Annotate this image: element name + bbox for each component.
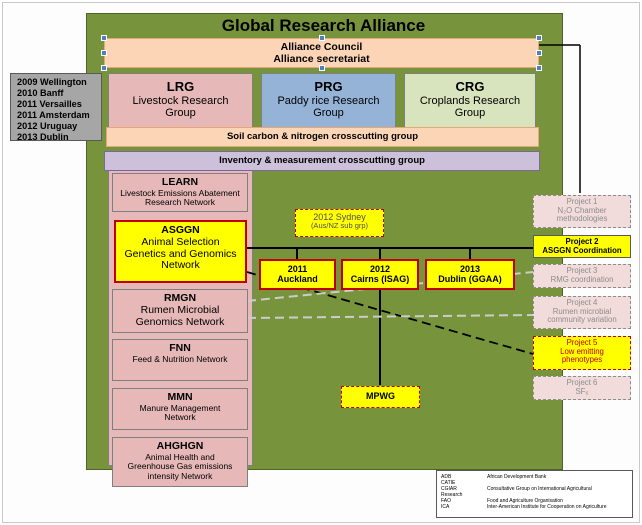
project-5-box[interactable]: Project 5 Low emitting phenotypes [533, 336, 631, 370]
meeting-2013-place: Dublin (GGAA) [438, 274, 502, 285]
selection-handle-left[interactable] [101, 50, 107, 56]
meeting-2012-year: 2012 [369, 264, 391, 274]
project-5-label: Project 5 [566, 338, 598, 347]
ahghgn-line3: intensity Network [147, 470, 213, 481]
sydney-line2: (Aus/NZ sub grp) [310, 221, 369, 231]
project-5-line2: phenotypes [561, 355, 603, 365]
selection-handle-top-left[interactable] [101, 35, 107, 41]
council-label: Alliance Council [280, 41, 363, 53]
selection-handle-right[interactable] [536, 50, 542, 56]
project-2-label: Project 2 [565, 237, 599, 246]
sydney-meeting-box[interactable]: 2012 Sydney (Aus/NZ sub grp) [295, 209, 384, 237]
project-1-label: Project 1 [566, 197, 598, 206]
selection-handle-bottom-right[interactable] [536, 65, 542, 71]
project-6-box[interactable]: Project 6 SF₆ [533, 376, 631, 400]
project-4-box[interactable]: Project 4 Rumen microbial community vari… [533, 296, 631, 329]
lrg-name-line1: Livestock Research [132, 94, 229, 107]
soil-crosscutting-bar[interactable]: Soil carbon & nitrogen crosscutting grou… [106, 127, 539, 147]
lrg-code: LRG [166, 79, 195, 94]
meeting-2012-box[interactable]: 2012 Cairns (ISAG) [341, 259, 419, 290]
learn-line1: Livestock Emissions Abatement [120, 187, 240, 198]
selection-handle-top-right[interactable] [536, 35, 542, 41]
ahghgn-code: AHGHGN [156, 440, 204, 452]
mmn-code: MMN [167, 391, 193, 403]
project-2-box[interactable]: Project 2 ASGGN Coordination [533, 235, 631, 258]
year-row: 2009 Wellington [17, 77, 87, 87]
ahghgn-box[interactable]: AHGHGN Animal Health and Greenhouse Gas … [112, 437, 248, 487]
rmgn-code: RMGN [163, 292, 197, 304]
project-6-label: Project 6 [566, 378, 598, 387]
meeting-2012-place: Cairns (ISAG) [350, 274, 410, 285]
project-3-label: Project 3 [566, 266, 598, 275]
inventory-crosscutting-bar[interactable]: Inventory & measurement crosscutting gro… [104, 151, 540, 171]
prg-name-line1: Paddy rice Research [277, 94, 380, 107]
crg-code: CRG [455, 79, 485, 94]
learn-line2: Research Network [145, 197, 215, 208]
ahghgn-line1: Animal Health and [145, 451, 215, 462]
fnn-line1: Feed & Nutrition Network [132, 353, 228, 364]
prg-box[interactable]: PRG Paddy rice Research Group [261, 73, 396, 135]
project-1-line2: methodologies [556, 214, 608, 224]
sydney-line1: 2012 Sydney [313, 212, 366, 222]
meeting-years-box: 2009 Wellington 2010 Banff 2011 Versaill… [10, 73, 102, 141]
selection-handle-bottom[interactable] [319, 65, 325, 71]
mmn-line1: Manure Management [139, 402, 221, 413]
learn-box[interactable]: LEARN Livestock Emissions Abatement Rese… [112, 173, 248, 212]
asggn-code: ASGGN [161, 224, 200, 236]
fnn-code: FNN [169, 342, 191, 354]
meeting-2011-place: Auckland [277, 274, 318, 285]
meeting-2013-box[interactable]: 2013 Dublin (GGAA) [425, 259, 515, 290]
mmn-line2: Network [164, 412, 196, 423]
ahghgn-line2: Greenhouse Gas emissions [127, 461, 233, 472]
diagram-title: Global Research Alliance [221, 16, 426, 35]
meeting-2011-box[interactable]: 2011 Auckland [259, 259, 336, 290]
project-6-line1: SF₆ [575, 386, 589, 396]
learn-code: LEARN [161, 176, 199, 188]
prg-code: PRG [314, 79, 343, 94]
asggn-line2: Genetics and Genomics [124, 247, 237, 260]
project-4-label: Project 4 [566, 298, 598, 307]
project-2-line1: ASGGN Coordination [542, 245, 622, 255]
year-row: 2011 Amsterdam [17, 110, 90, 121]
rmgn-line2: Genomics Network [135, 315, 225, 328]
project-1-line1: N₂O Chamber [557, 205, 607, 215]
project-4-line2: community variation [547, 315, 617, 325]
project-3-box[interactable]: Project 3 RMG coordination [533, 264, 631, 288]
project-3-line1: RMG coordination [550, 274, 614, 284]
year-row: 2011 Versailles [17, 99, 82, 110]
crg-name-line1: Croplands Research [419, 94, 521, 107]
meeting-2013-year: 2013 [459, 264, 481, 274]
project-5-line1: Low emitting [560, 346, 604, 356]
year-row: 2010 Banff [17, 88, 64, 99]
selection-handle-bottom-left[interactable] [101, 65, 107, 71]
mmn-box[interactable]: MMN Manure Management Network [112, 388, 248, 430]
secretariat-label: Alliance secretariat [273, 52, 370, 65]
asggn-box[interactable]: ASGGN Animal Selection Genetics and Geno… [114, 220, 247, 283]
lrg-name-line2: Group [165, 106, 196, 119]
project-4-line1: Rumen microbial [552, 306, 612, 316]
asggn-line3: Network [161, 259, 200, 272]
selection-handle-top[interactable] [319, 35, 325, 41]
fnn-box[interactable]: FNN Feed & Nutrition Network [112, 339, 248, 381]
year-row: 2013 Dublin [17, 132, 69, 141]
year-row: 2012 Uruguay [17, 121, 78, 132]
crg-name-line2: Group [454, 106, 486, 119]
prg-name-line2: Group [313, 106, 344, 119]
rmgn-line1: Rumen Microbial [140, 303, 220, 316]
meeting-2011-year: 2011 [287, 264, 308, 274]
rmgn-box[interactable]: RMGN Rumen Microbial Genomics Network [112, 289, 248, 333]
crg-box[interactable]: CRG Croplands Research Group [404, 73, 536, 135]
mpwg-box[interactable]: MPWG [341, 386, 420, 408]
lrg-box[interactable]: LRG Livestock Research Group [108, 73, 253, 135]
asggn-line1: Animal Selection [141, 235, 220, 248]
rmgn-project4-connector [246, 314, 534, 319]
project-1-box[interactable]: Project 1 N₂O Chamber methodologies [533, 195, 631, 228]
